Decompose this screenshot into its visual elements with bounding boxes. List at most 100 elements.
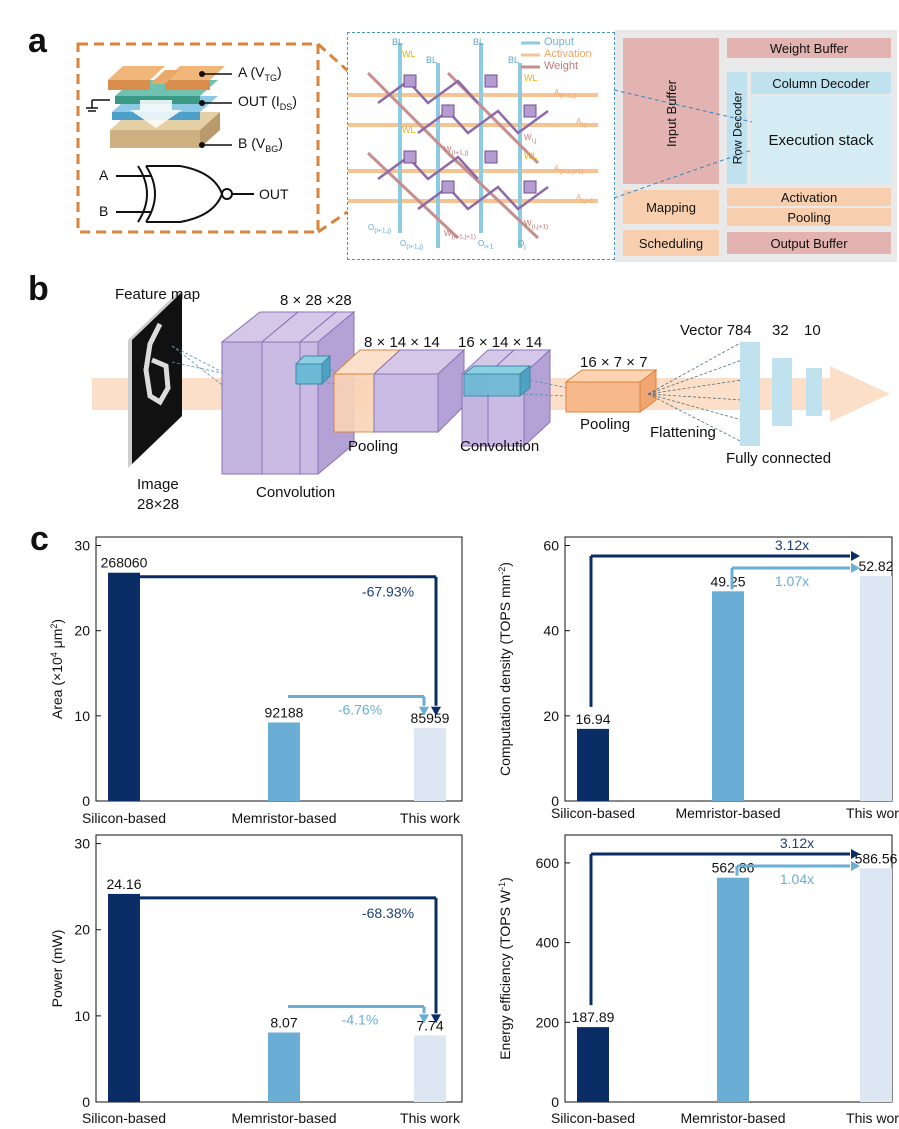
annotation-percent-silicon: -67.93% [362,584,414,600]
cnn-diagram [92,290,890,476]
bar-memristor-based [268,1032,300,1102]
annotation-factor-memristor: 1.07x [775,573,809,589]
y-tick-label: 20 [74,922,90,938]
bar-value-label: 16.94 [575,711,610,727]
o-label-2: O(i+1,j) [400,239,424,251]
annotation-percent-memristor: -6.76% [338,701,382,717]
scheduling-block: Scheduling [623,230,719,256]
x-category-label: Silicon-based [82,1110,166,1126]
bar-value-label: 586.56 [855,850,898,866]
bar-this-work [414,1035,446,1102]
o-label-1: O(i+1,j) [368,223,392,235]
x-category-label: This work [846,805,899,821]
execution-stack-block: Execution stack [751,96,891,184]
annotation-arrowhead-silicon [851,849,860,859]
gate-input-b: B [99,203,109,219]
wl-label-3: WL [402,125,416,135]
ground-icon [86,99,110,112]
panel-a-figure [76,42,382,234]
fully-connected-label: Fully connected [726,450,832,467]
x-category-label: Memristor-based [231,810,336,826]
bl-label-2: BL [473,37,485,47]
annotation-arrowhead-memristor [851,563,860,573]
panel-letter-b: b [28,270,49,308]
annotation-arrowhead-silicon [431,1014,441,1024]
wl-label-2: WL [524,73,538,83]
y-tick-label: 200 [536,1014,560,1030]
bar-value-label: 52.82 [858,558,893,574]
output-buffer-block: Output Buffer [727,232,891,254]
input-image-mnist [128,290,182,468]
y-tick-label: 30 [74,538,90,554]
y-tick-label: 30 [74,836,90,852]
flattening-lines [647,341,743,443]
conv2-label: Convolution [460,438,540,455]
x-category-label: Silicon-based [551,1110,635,1126]
x-category-label: Memristor-based [231,1110,336,1126]
w-label-2: Wi,j [524,133,537,145]
y-axis-label: Power (mW) [49,930,65,1008]
y-axis-label: Energy efficiency (TOPS W-1) [497,877,513,1060]
bar-this-work [860,576,892,801]
label-b-vbg: B (VBG) [238,135,283,154]
label-a-vtg: A (VTG) [238,64,282,83]
annotation-factor-silicon: 3.12x [775,537,809,553]
w-label-4: W(i,j+1) [524,219,549,231]
bar-this-work [860,868,892,1102]
conv1-block [220,310,356,476]
legend-weight: Weight [544,60,579,72]
pool2-label: Pooling [580,416,631,433]
w-label-3: W(i+1,j+1) [444,229,476,241]
annotation-factor-memristor: 1.04x [780,871,814,887]
annotation-percent-memristor: -4.1% [342,1011,379,1027]
y-tick-label: 10 [74,1008,90,1024]
gate-output: OUT [259,186,289,202]
fc-layer-784 [740,342,760,446]
panel-letter-a: a [28,22,47,60]
y-tick-label: 600 [536,855,560,871]
bar-silicon-based [108,893,140,1102]
x-category-label: Silicon-based [82,810,166,826]
feature-map-label: Feature map [115,286,201,303]
bar-value-label: 8.07 [270,1014,297,1030]
y-tick-label: 0 [551,793,559,809]
annotation-arrowhead-silicon [851,551,860,561]
bar-this-work [414,727,446,801]
bar-value-label: 24.16 [106,876,141,892]
bar-value-label: 49.25 [710,573,745,589]
y-tick-label: 20 [543,708,559,724]
bl-label-3: BL [426,55,438,65]
y-axis-label: Area (×104 μm2) [49,619,65,719]
wl-label-4: WL [524,151,538,161]
column-decoder-block: Column Decoder [751,72,891,94]
w-label-1: W(i+1,j) [444,145,469,157]
bar-memristor-based [268,722,300,801]
bl-label-1: BL [392,37,404,47]
fc-layer-10 [806,368,822,416]
conv1-dims-label: 8 × 28 ×28 [280,292,352,309]
annotation-arrowhead-memristor [419,1014,429,1024]
a-label-1: A(i+1,j) [554,88,577,100]
a-label-2: Ai,j [576,117,587,129]
weight-buffer-block: Weight Buffer [727,38,891,58]
x-category-label: Silicon-based [551,805,635,821]
pool2-block [564,369,658,413]
x-category-label: Memristor-based [680,1110,785,1126]
flattening-label: Flattening [650,424,716,441]
x-category-label: Memristor-based [675,805,780,821]
legend-activation: Activation [544,48,592,60]
o-label-4: Oj [518,239,526,251]
y-tick-label: 20 [74,623,90,639]
conv2-dims-label: 16 × 14 × 14 [458,334,543,351]
a-label-3: A(i+1,j+1) [554,164,584,176]
pool2-dims-label: 16 × 7 × 7 [580,354,648,371]
y-tick-label: 0 [82,1094,90,1110]
crossbar-lines [348,41,598,248]
image-size-label: 28×28 [137,496,180,513]
bar-memristor-based [712,591,744,801]
pool1-label: Pooling [348,438,399,455]
pool1-dims-label: 8 × 14 × 14 [364,334,440,351]
pool1-block [332,348,466,434]
y-tick-label: 0 [551,1094,559,1110]
